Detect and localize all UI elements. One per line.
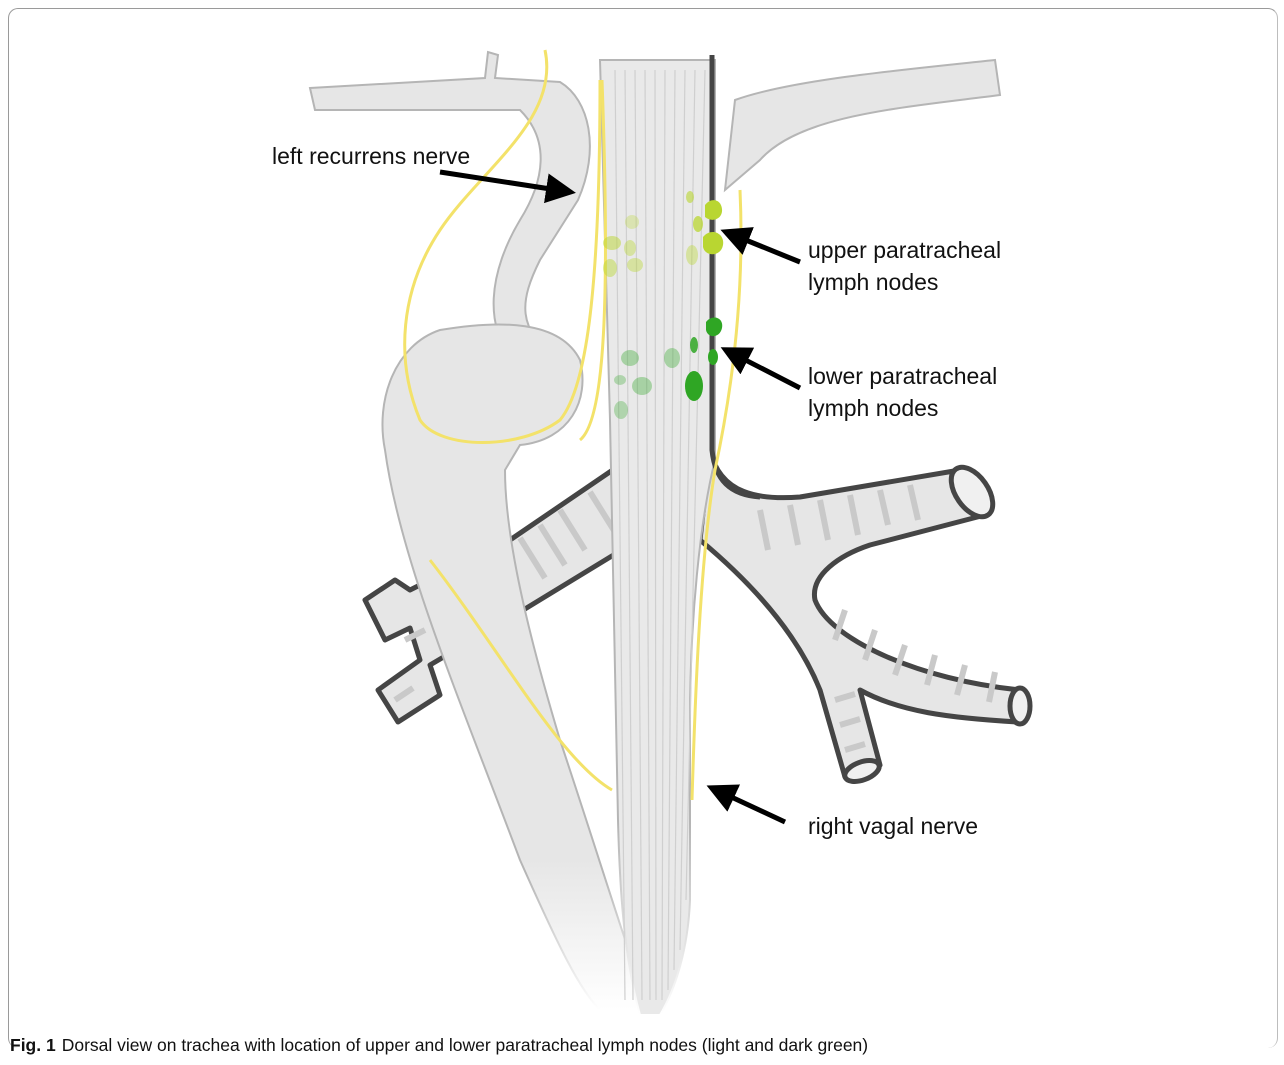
label-left-recurrens-nerve: left recurrens nerve [272, 140, 470, 172]
caption-text: Dorsal view on trachea with location of … [62, 1035, 868, 1055]
upper-left-vessel [310, 52, 590, 365]
trachea-illustration [0, 0, 1284, 1030]
figure-caption: Fig. 1 Dorsal view on trachea with locati… [10, 1035, 868, 1056]
label-line: lymph nodes [808, 266, 1001, 298]
label-right-vagal-nerve: right vagal nerve [808, 810, 978, 842]
label-upper-paratracheal-nodes: upper paratracheal lymph nodes [808, 234, 1001, 298]
label-line: lymph nodes [808, 392, 997, 424]
figure-number: Fig. 1 [10, 1035, 56, 1055]
arrow-lower-nodes [726, 350, 800, 388]
label-lower-paratracheal-nodes: lower paratracheal lymph nodes [808, 360, 997, 424]
label-line: upper paratracheal [808, 234, 1001, 266]
arrow-right-vagal [712, 788, 785, 822]
upper-right-vessel [725, 60, 1000, 190]
arrow-upper-nodes [726, 232, 800, 262]
label-line: lower paratracheal [808, 360, 997, 392]
right-bronchus [700, 450, 1030, 786]
